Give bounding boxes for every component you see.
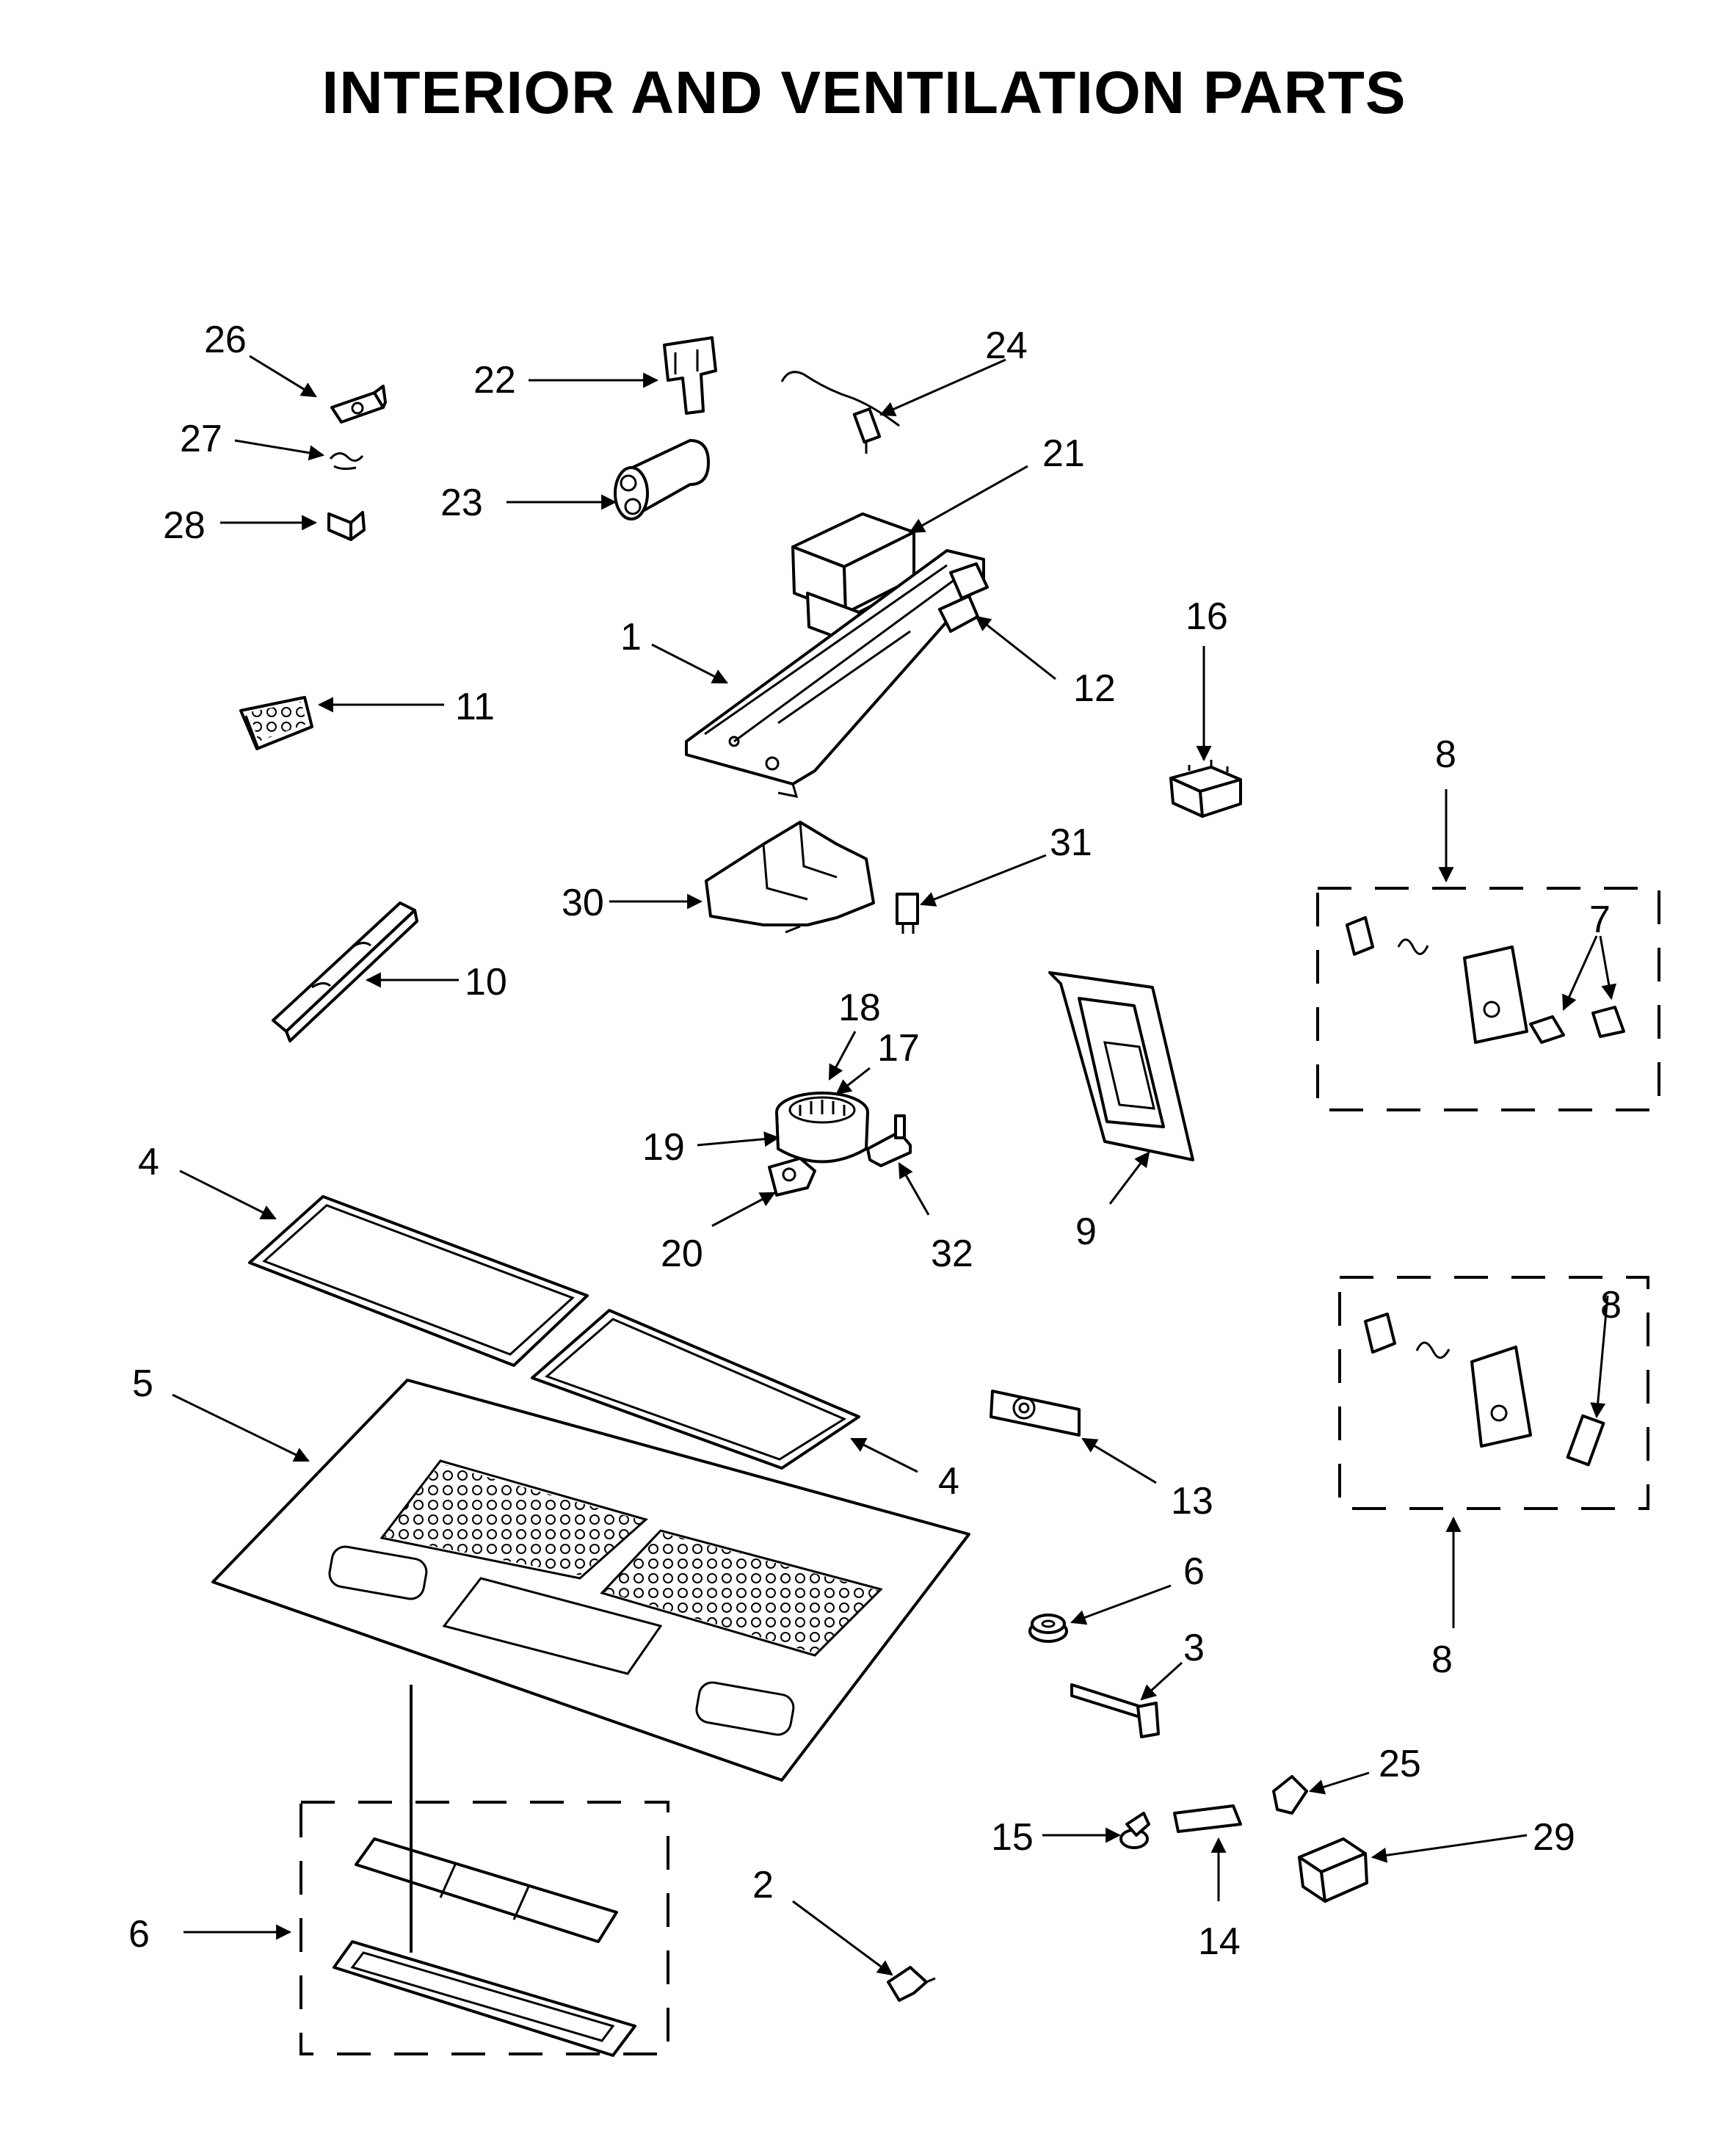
callout-32: 30 <box>562 882 604 924</box>
callout-28: 26 <box>204 319 247 361</box>
part-7-grommet <box>1028 1614 1068 1643</box>
callout-33: 31 <box>1050 821 1092 864</box>
callout-14: 12 <box>1073 667 1116 710</box>
callout-18: 16 <box>1186 595 1228 638</box>
part-16-bulb-cover <box>1173 1804 1242 1833</box>
callout-17: 15 <box>991 1816 1034 1859</box>
part-33-switch <box>896 893 919 934</box>
part-18-relay <box>1169 760 1242 818</box>
callout-13: 11 <box>455 686 495 728</box>
part-12-rail <box>272 901 418 1042</box>
callout-31: 29 <box>1533 1816 1575 1859</box>
part-10-latch-assembly <box>1338 1276 1649 1510</box>
callout-6: 6 <box>128 1913 150 1956</box>
part-21-fan-motor <box>775 1092 869 1164</box>
callout-23: 21 <box>1042 432 1085 475</box>
part-32-air-duct <box>705 821 875 934</box>
part-28-bracket <box>330 385 387 424</box>
part-17-lamp <box>1119 1812 1150 1849</box>
callout-25: 23 <box>440 482 483 524</box>
part-30-bracket <box>327 511 366 541</box>
part-1-base-plate <box>685 549 985 798</box>
callout-16: 14 <box>1198 1920 1241 1963</box>
part-34-holder <box>866 1114 912 1167</box>
leader-lines <box>172 355 1617 1976</box>
page-title: INTERIOR AND VENTILATION PARTS <box>322 59 1406 126</box>
callout-2: 2 <box>752 1864 774 1906</box>
part-11-panel <box>1048 971 1194 1161</box>
part-27-lamp-socket <box>1272 1775 1308 1815</box>
callout-8a: 7 <box>1589 899 1611 941</box>
part-4-filter-left <box>248 1195 589 1367</box>
callout-21: 19 <box>642 1126 685 1169</box>
callout-9: 8 <box>1435 733 1456 776</box>
callout-34: 32 <box>931 1233 973 1275</box>
part-4-filter-right <box>531 1309 860 1470</box>
callout-22: 20 <box>661 1233 703 1275</box>
callout-15: 13 <box>1171 1480 1213 1522</box>
callout-labels: 26 27 28 22 23 24 21 1 12 11 16 8 7 30 3… <box>128 319 1622 1963</box>
part-22-switch <box>768 1157 816 1197</box>
part-13-grille <box>239 696 313 750</box>
part-31-bracket <box>1298 1837 1368 1903</box>
callout-4b: 4 <box>938 1460 959 1503</box>
part-25-capacitor <box>614 439 710 520</box>
part-26-diode <box>780 371 900 454</box>
part-5-cavity-plate <box>211 1379 970 1782</box>
callout-19: 17 <box>877 1027 920 1070</box>
callout-4a: 4 <box>138 1141 159 1183</box>
callout-27: 25 <box>1379 1743 1421 1785</box>
callout-7: 6 <box>1183 1550 1205 1593</box>
part-9-latch-assembly <box>1316 887 1660 1111</box>
part-14-fuse-block <box>938 562 989 633</box>
callout-29: 27 <box>180 418 222 460</box>
callout-26: 24 <box>985 324 1028 367</box>
callout-5: 5 <box>132 1362 153 1405</box>
callout-12: 10 <box>465 961 507 1003</box>
part-15-mount <box>990 1390 1081 1437</box>
callout-30: 28 <box>163 504 206 547</box>
callout-8b: 8 <box>1600 1284 1622 1326</box>
callout-3: 3 <box>1183 1627 1205 1669</box>
part-6-vent-assembly <box>300 1801 669 2057</box>
part-2-connector <box>887 1966 936 2002</box>
part-3-bracket <box>1070 1683 1160 1738</box>
callout-1: 1 <box>620 616 642 658</box>
callout-11: 9 <box>1075 1211 1097 1253</box>
part-29-clip <box>329 452 364 471</box>
part-24-fuse-holder <box>663 336 717 415</box>
callout-10: 8 <box>1431 1638 1453 1681</box>
callout-24: 22 <box>473 359 516 402</box>
callout-20: 18 <box>838 987 881 1029</box>
